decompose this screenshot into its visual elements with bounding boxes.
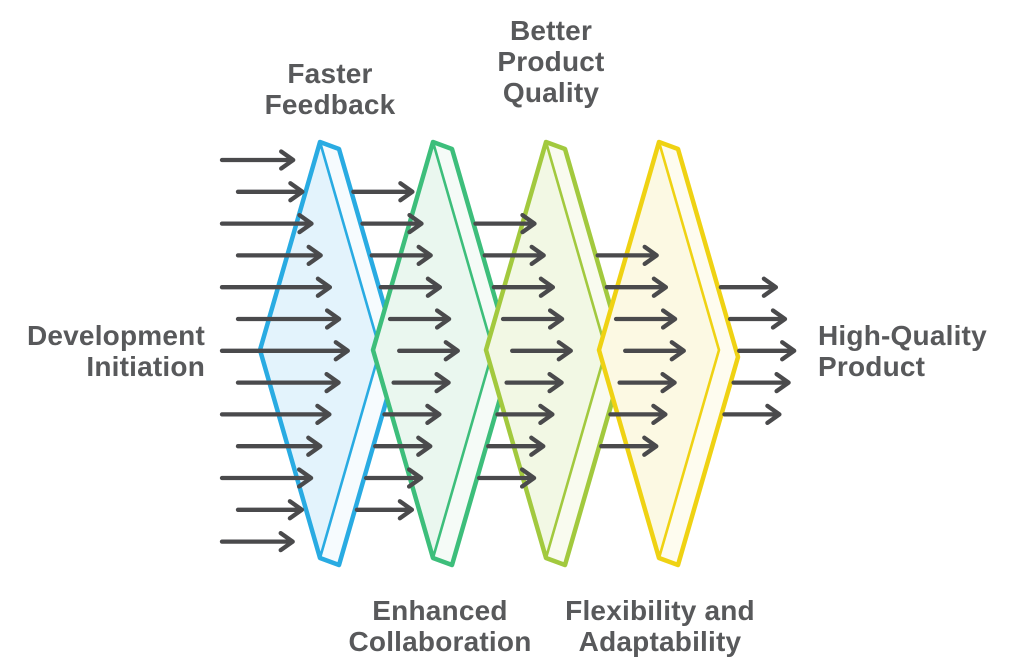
flow-arrow — [599, 435, 659, 457]
flow-arrow — [373, 435, 433, 457]
label-faster-feedback: Faster Feedback — [264, 58, 396, 120]
stage-diamond-flexibility-and-adaptability — [596, 139, 741, 568]
flow-arrow — [613, 308, 678, 330]
flow-arrow — [482, 244, 546, 267]
arrow-column-stage1-to-stage2 — [351, 181, 460, 521]
flow-arrow — [235, 308, 342, 330]
flow-arrow — [219, 212, 314, 235]
flow-arrow — [486, 435, 546, 457]
flow-arrow — [608, 403, 668, 426]
label-flexibility-and-adaptability: Flexibility and Adaptability — [565, 595, 755, 657]
flow-arrow — [378, 276, 443, 298]
label-better-product-quality: Better Product Quality — [497, 15, 605, 108]
label-enhanced-collaboration: Enhanced Collaboration — [348, 595, 532, 657]
flow-arrow — [235, 244, 323, 267]
flow-arrow — [391, 371, 451, 394]
flow-arrow — [397, 340, 460, 362]
flow-arrow — [476, 467, 537, 489]
flow-arrow — [219, 467, 314, 489]
flow-arrow — [369, 244, 433, 267]
flow-arrow — [727, 308, 788, 330]
flow-arrow — [491, 276, 556, 298]
label-high-quality-product: High-Quality Product — [818, 320, 987, 382]
arrow-column-stage3-to-stage4 — [595, 244, 686, 457]
flow-arrow — [219, 403, 332, 426]
flow-arrow — [219, 276, 333, 298]
flow-arrow — [235, 181, 305, 203]
flow-arrow — [731, 371, 791, 394]
flow-arrow — [354, 499, 415, 521]
flow-arrow — [382, 403, 442, 426]
flow-arrow — [495, 403, 555, 426]
flow-arrow — [351, 181, 415, 203]
flow-arrow — [504, 371, 564, 394]
arrow-column-input — [219, 149, 350, 553]
flow-arrow — [722, 403, 782, 426]
flow-arrow — [473, 212, 537, 235]
flow-arrow — [360, 212, 424, 235]
flow-arrow — [219, 340, 350, 362]
flow-arrow — [219, 149, 296, 171]
stage-diamond-enhanced-collaboration — [370, 139, 515, 568]
flow-arrow — [718, 276, 779, 298]
flow-arrow — [235, 371, 341, 394]
flow-arrow — [510, 340, 573, 362]
flow-arrow — [363, 467, 424, 489]
flow-arrow — [623, 340, 686, 362]
flow-arrow — [235, 499, 305, 521]
flow-arrow — [617, 371, 677, 394]
flow-arrow — [604, 276, 669, 298]
flow-arrow — [500, 308, 565, 330]
flow-arrow — [387, 308, 452, 330]
flow-arrow — [595, 244, 659, 267]
flow-arrow — [219, 530, 295, 553]
label-development-initiation: Development Initiation — [26, 320, 205, 382]
arrow-column-stage2-to-stage3 — [473, 212, 573, 489]
flow-arrow — [737, 340, 797, 362]
flow-arrow — [235, 435, 323, 457]
arrow-column-output — [718, 276, 797, 426]
